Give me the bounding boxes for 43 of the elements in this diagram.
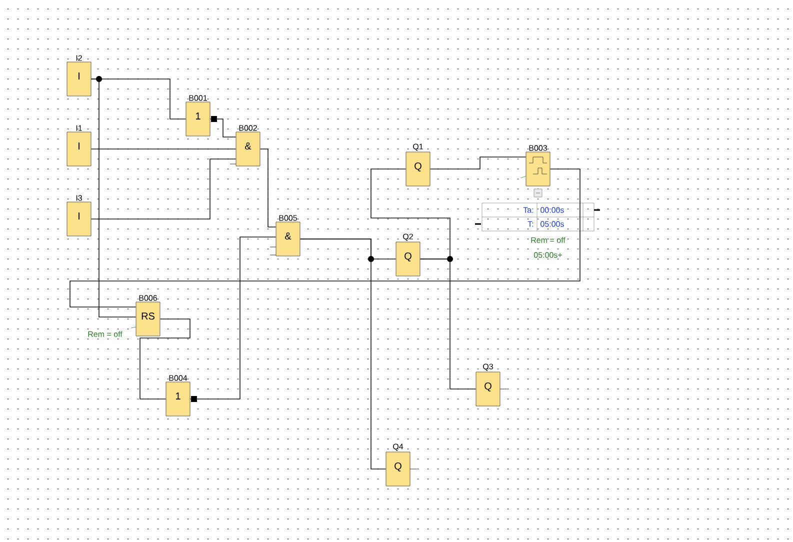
logic-block: Q [396, 242, 420, 276]
block-label: B005 [279, 215, 297, 221]
block-label: I3 [76, 195, 82, 201]
wire [90, 78, 136, 318]
wire [300, 238, 386, 470]
logic-block: I [66, 132, 92, 166]
block-label: B001 [189, 95, 207, 101]
wire [140, 318, 190, 400]
wire [430, 156, 526, 170]
logic-block: I [66, 62, 92, 96]
wire [260, 148, 276, 228]
logic-block: 1 [186, 102, 210, 136]
block-label: Q4 [393, 444, 404, 451]
block-label: Q2 [403, 234, 413, 241]
retentivity-note: Rem = off [531, 237, 566, 243]
block-label: B006 [139, 295, 157, 301]
logic-block: RS [136, 302, 160, 336]
block-label: B002 [239, 125, 257, 131]
wire [90, 158, 236, 220]
block-label: Q3 [483, 364, 493, 371]
block-label: B004 [169, 375, 188, 381]
block-label: B003 [529, 145, 547, 151]
block-label: I2 [76, 55, 82, 61]
logic-block: & [236, 132, 260, 166]
parameter-value: T: [528, 221, 534, 227]
logic-block: 1 [166, 382, 190, 416]
block-label: I1 [76, 125, 82, 131]
wire [420, 258, 476, 390]
block-label: Q1 [413, 144, 423, 151]
logic-block: I [66, 202, 92, 236]
logic-block: Q [386, 452, 410, 486]
wire [70, 168, 580, 308]
wire [210, 118, 236, 138]
wire [90, 148, 236, 150]
parameter-value: 05:00s [540, 221, 564, 227]
parameter-value: 00:00s [540, 207, 564, 213]
retentivity-note: Rem = off [88, 331, 122, 337]
retentivity-note: 05:00s+ [534, 252, 562, 258]
logic-block: Q [406, 152, 430, 186]
logic-block: Q [476, 372, 500, 406]
logic-block: & [276, 222, 300, 256]
parameter-value: Ta: [523, 207, 534, 213]
wire [190, 236, 276, 400]
